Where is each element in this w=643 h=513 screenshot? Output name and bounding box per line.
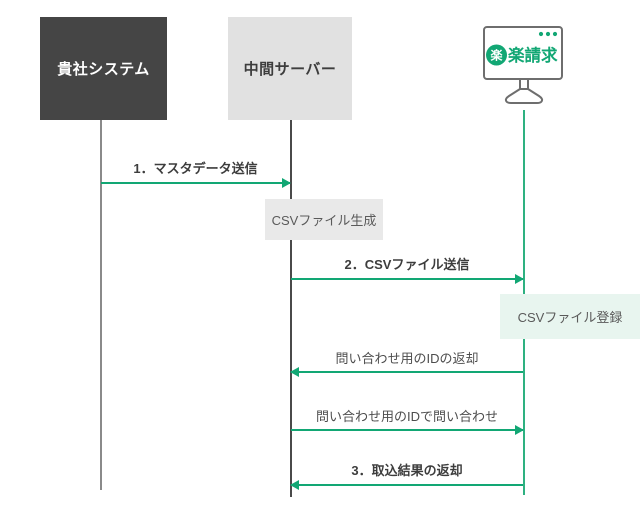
message-4-arrow	[291, 425, 524, 435]
message-1-label: 1．マスタデータ送信	[133, 161, 258, 176]
monitor-icon: 楽 楽請求	[483, 26, 563, 104]
note-csv-generate: CSVファイル生成	[265, 199, 383, 240]
message-4-label: 問い合わせ用のIDで問い合わせ	[315, 409, 498, 424]
message-1-arrow	[101, 178, 291, 188]
message-5-label: 3．取込結果の返却	[351, 463, 463, 478]
message-2-arrow	[291, 274, 524, 284]
message-3-label: 問い合わせ用のIDの返却	[335, 351, 479, 366]
actor-rakuraku-monitor: 楽 楽請求	[482, 25, 566, 110]
lifeline-middle-server	[290, 120, 292, 497]
note-csv-generate-label: CSVファイル生成	[271, 213, 377, 228]
actor-company-system: 貴社システム	[40, 17, 167, 120]
message-2-label: 2．CSVファイル送信	[344, 257, 470, 272]
message-5-arrow	[290, 480, 523, 490]
rakuraku-logo-circle-icon	[486, 44, 507, 66]
monitor-screen	[483, 26, 563, 80]
actor-company-system-label: 貴社システム	[57, 61, 150, 78]
actor-middle-server: 中間サーバー	[228, 17, 352, 120]
message-3-arrow	[290, 367, 523, 377]
rakuraku-logo-badge: 楽	[490, 48, 503, 63]
note-csv-register: CSVファイル登録	[500, 294, 640, 339]
monitor-dots-icon	[538, 31, 558, 37]
lifeline-company-system	[100, 120, 102, 490]
note-csv-register-label: CSVファイル登録	[517, 310, 623, 325]
rakuraku-logo-text: 楽請求	[508, 45, 558, 65]
monitor-stand-icon	[504, 80, 544, 104]
actor-middle-server-label: 中間サーバー	[243, 61, 337, 78]
